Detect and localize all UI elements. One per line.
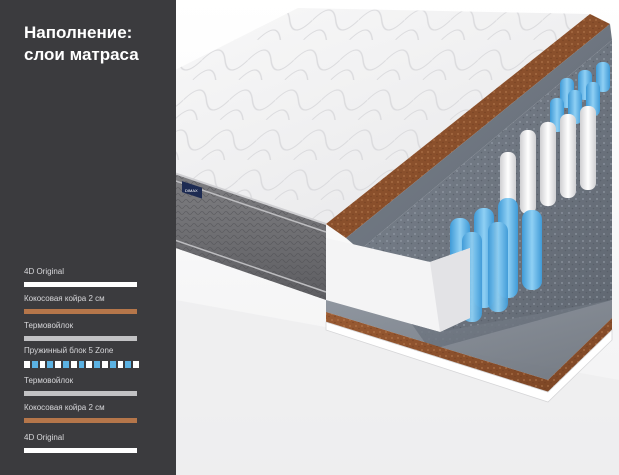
layer-label: Термовойлок [24, 321, 74, 330]
spring-segment [62, 361, 69, 368]
layer-swatch [24, 309, 137, 314]
layer-item: Термовойлок [24, 376, 139, 396]
spring-segment [31, 361, 38, 368]
panel-title-line1: Наполнение: [24, 23, 133, 42]
layer-item: Термовойлок [24, 321, 139, 341]
spring-segment [86, 361, 93, 368]
brand-tag [182, 181, 202, 199]
panel-title: Наполнение: слои матраса [24, 22, 174, 66]
spring-segment [70, 361, 77, 368]
spring-segment [125, 361, 132, 368]
layer-swatch [24, 336, 137, 341]
layer-item: Кокосовая койра 2 см [24, 403, 139, 423]
foam-edge-block [326, 238, 470, 332]
layer-label: 4D Original [24, 433, 65, 442]
cutaway-bottom-layers [325, 300, 613, 403]
spring-segment [55, 361, 61, 368]
brand-label: DIMAX [185, 188, 198, 193]
spring-segment [39, 361, 46, 368]
layer-label: Кокосовая койра 2 см [24, 294, 105, 303]
layer-label: Кокосовая койра 2 см [24, 403, 105, 412]
spring-pattern-swatch [24, 361, 139, 368]
spring-segment [101, 361, 108, 368]
spring-segment [78, 361, 85, 368]
layers-info-panel: Наполнение: слои матраса 4D Original Кок… [0, 0, 176, 475]
layer-item: 4D Original [24, 267, 139, 287]
layer-label: Пружинный блок 5 Zone [24, 346, 114, 355]
layer-item: 4D Original [24, 433, 139, 453]
cutaway-top-coir [326, 14, 610, 238]
layer-label: Термовойлок [24, 376, 74, 385]
layer-swatch [24, 448, 137, 453]
layer-swatch [24, 391, 137, 396]
layer-label: 4D Original [24, 267, 65, 276]
layer-swatch [24, 418, 137, 423]
spring-segment [24, 361, 30, 368]
layer-item: Кокосовая койра 2 см [24, 294, 139, 314]
spring-segment [109, 361, 116, 368]
floor-shadow [176, 300, 619, 475]
panel-title-line2: слои матраса [24, 45, 139, 64]
layer-item: Пружинный блок 5 Zone [24, 346, 139, 368]
spring-segment [94, 361, 100, 368]
spring-segment [117, 361, 124, 368]
spring-segment [133, 361, 139, 368]
spring-segment [47, 361, 54, 368]
layer-swatch [24, 282, 137, 287]
